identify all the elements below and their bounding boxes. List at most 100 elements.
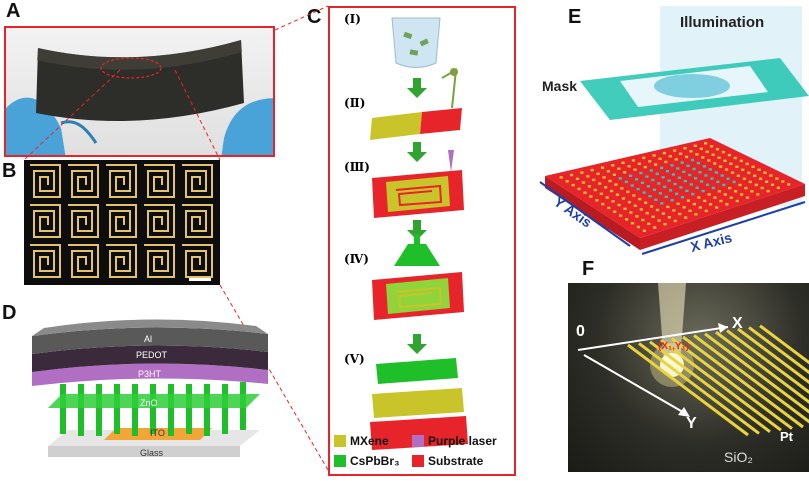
pixel-dot: [601, 202, 605, 206]
pixel-dot: [673, 219, 677, 223]
panel-label-b: B: [2, 160, 17, 182]
pixel-dot: [679, 186, 683, 189]
pixel-dot: [655, 172, 659, 176]
layer-label-ito: ITO: [150, 428, 165, 438]
pixel-dot: [658, 157, 662, 160]
pixel-dot: [649, 169, 653, 172]
pt-line: [627, 343, 749, 437]
pixel-dot: [759, 177, 763, 180]
pixel-dot: [685, 189, 689, 192]
pixel-dot: [744, 186, 748, 190]
pixel-dot: [614, 183, 618, 186]
pixel-dot: [707, 159, 711, 162]
pixel-dot: [686, 164, 690, 167]
pixel-dot: [698, 171, 702, 174]
panel-c-process: (Ⅰ) (Ⅱ) (Ⅲ) (Ⅳ) (Ⅴ) MXene Purple laser C…: [328, 6, 516, 476]
layer-stack-illustration: [32, 319, 268, 457]
panel-label-d: D: [2, 302, 17, 324]
spiral-electrode-array: [30, 164, 213, 278]
pixel-dot: [618, 177, 622, 180]
pixel-dot: [750, 190, 754, 193]
pixel-dot: [604, 186, 608, 189]
legend-label-purple-laser: Purple laser: [428, 434, 497, 448]
pixel-dot: [715, 206, 719, 209]
pixel-dot: [665, 170, 670, 173]
pixel-dot: [638, 197, 642, 201]
pixel-dot: [745, 196, 750, 199]
pixel-dot: [757, 168, 761, 171]
pixel-dot: [587, 185, 591, 188]
pixel-dot: [682, 170, 686, 173]
legend-item-purple-laser: Purple laser: [412, 434, 497, 448]
pixel-dot: [657, 182, 661, 185]
pixel-dot: [701, 156, 705, 159]
pixel-dot: [577, 187, 581, 191]
pixel-dot: [713, 196, 717, 199]
x-label: X: [732, 315, 743, 332]
origin-label: 0: [576, 323, 585, 340]
layer-label-al: Al: [144, 334, 153, 344]
pixel-dot: [760, 186, 764, 190]
pixel-dot: [735, 199, 739, 203]
pixel-dot: [688, 209, 692, 212]
pixel-dot: [641, 218, 645, 222]
pixel-dot: [682, 206, 686, 209]
pixel-dot: [707, 193, 711, 196]
pixel-dot: [660, 202, 664, 205]
pixel-dot: [623, 207, 627, 210]
pixel-dot: [632, 194, 636, 197]
pixel-dot: [672, 209, 676, 212]
pixel-dot: [695, 153, 699, 156]
pixel-dot: [559, 176, 563, 179]
pixel-dot: [612, 173, 616, 176]
pixel-dot: [704, 209, 708, 213]
panel-a-photo: [4, 26, 275, 157]
pixel-dot: [593, 188, 597, 192]
pixel-dot: [661, 212, 665, 215]
legend-swatch-cspbbr3: [334, 455, 346, 467]
pixel-dot: [695, 186, 699, 189]
pt-line: [649, 340, 771, 434]
pixel-dot: [753, 174, 757, 177]
pixel-dot: [729, 196, 733, 199]
step-3-label: (Ⅲ): [344, 160, 370, 174]
pixel-dot: [653, 226, 657, 229]
pixel-dot: [713, 162, 717, 165]
panel-f-pt-array: 0 X Y (X₁,Y₁) Pt SiO₂: [568, 283, 809, 472]
pixel-dot: [636, 225, 640, 229]
legend: MXene Purple laser CsPbBr₃ Substrate: [334, 434, 514, 468]
pixel-dot: [630, 222, 635, 225]
pixel-dot: [689, 183, 693, 186]
legend-label-substrate: Substrate: [428, 454, 484, 468]
legend-swatch-mxene: [334, 435, 346, 447]
pixel-dot: [642, 191, 646, 194]
pixel-dot: [745, 162, 749, 166]
pixel-dot: [747, 171, 751, 174]
pixel-dot: [642, 156, 646, 160]
pixel-dot: [726, 177, 730, 180]
pixel-dot: [605, 196, 609, 199]
pixel-dot: [657, 219, 661, 222]
panel-a-illustration: [6, 40, 273, 155]
layer-label-pedot: PEDOT: [136, 350, 168, 360]
panel-d-device-stack: Al PEDOT P3HT ZnO ITO Glass: [20, 312, 280, 472]
pixel-dot: [694, 177, 698, 180]
pixel-dot: [680, 196, 685, 199]
pixel-dot: [654, 163, 658, 166]
pixel-dot: [646, 185, 650, 188]
panel-label-f: F: [582, 258, 595, 280]
pixel-dot: [769, 174, 773, 177]
pixel-dot: [733, 156, 737, 160]
pixel-dot: [704, 142, 708, 145]
pixel-dot: [675, 192, 679, 195]
pixel-dot: [676, 167, 680, 170]
pixel-dot: [633, 168, 637, 171]
pixel-dot: [719, 165, 723, 168]
spiral-electrode: [144, 244, 175, 278]
pixel-dot: [710, 145, 714, 148]
pixel-dot: [627, 200, 631, 204]
pixel-dot: [630, 184, 634, 187]
pixel-dot: [787, 183, 791, 186]
pixel-dot: [610, 189, 614, 193]
